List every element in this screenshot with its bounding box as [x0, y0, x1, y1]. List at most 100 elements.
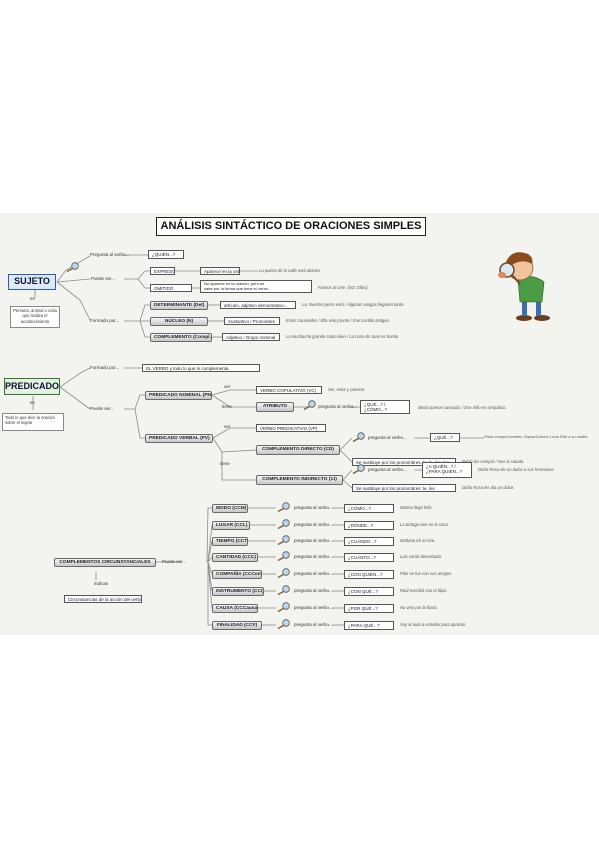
magnifier-icon [277, 619, 290, 629]
cc-example: Luis corrió demasiado. [400, 554, 443, 559]
sujeto-question-box: ¿QUIÉN...? [148, 250, 184, 259]
nucleo-example: Estos caramelos / Ella vino pronto / Ese… [286, 318, 389, 323]
cc-type-box: TIEMPO (CCT) [212, 537, 248, 546]
cc-question-label: pregunta al verbo... [294, 588, 333, 593]
predicado-formado-por-label: Formado por... [90, 365, 120, 370]
complemento-directo-box: COMPLEMENTO DIRECTO (CD) [256, 445, 340, 455]
magnifier-icon [66, 262, 79, 272]
cc-type-box: CAUSA (CCCausa) [212, 604, 258, 613]
atributo-example: María parece cansada. / Ese niño es simp… [418, 405, 507, 410]
cc-question-box: ¿CUÁNTO...? [344, 553, 394, 562]
complemento-example: La muchacha grande canta bien / La casa … [286, 334, 399, 339]
cc-question-box: ¿CUÁNDO...? [344, 537, 394, 546]
ci-question-box: ¿A QUIÉN...? / ¿PARA QUIÉN...? [422, 462, 472, 478]
nominal-tiene-label: tiene [222, 404, 232, 409]
cc-question-label: pregunta al verbo... [294, 522, 333, 527]
magnifier-icon [277, 519, 290, 529]
cc-type-box: MODO (CCM) [212, 504, 248, 513]
sujeto-node: SUJETO [8, 274, 56, 290]
ci-example: Doña Rosa dio un dulce a sus hermanos. [478, 467, 555, 472]
sujeto-question-label: Pregunta al verbo... [90, 252, 130, 257]
magnifier-icon [303, 400, 316, 410]
cc-example: Voy al aula a estudiar para aprobar. [400, 622, 467, 627]
cartoon-detective-illustration [498, 252, 550, 321]
cc-type-box: LUGAR (CCL) [212, 521, 250, 530]
magnifier-icon [352, 464, 365, 474]
ci-sustituye-box: Se sustituye por los pronombres: le, les [352, 484, 456, 492]
cc-example: Pilar se fue con sus amigos. [400, 571, 453, 576]
magnifier-icon [277, 568, 290, 578]
cd-sustituye-example: Pablo los compró / Nos la saluda. [462, 459, 525, 464]
predicado-label: PREDICADO [5, 381, 60, 391]
cc-indican-description: Circunstancias de la acción del verbo. [64, 595, 142, 603]
page-title: ANÁLISIS SINTÁCTICO DE ORACIONES SIMPLES [156, 217, 426, 236]
cc-question-box: ¿POR QUÉ...? [344, 604, 394, 613]
magnifier-icon [277, 551, 290, 561]
predicado-puede-ser-label: Puede ser... [90, 406, 115, 411]
magnifier-icon [277, 502, 290, 512]
verbal-ver-label: ver [224, 424, 231, 429]
verbo-copulativo-example: Ser, estar y parecer. [328, 387, 366, 392]
sujeto-puede-ser-label: Puede ser... [91, 276, 116, 281]
cc-question-box: ¿PARA QUÉ...? [344, 621, 394, 630]
cc-indican-label: indican [94, 581, 109, 586]
nominal-ver-label: ver [224, 384, 231, 389]
cc-question-label: pregunta al verbo... [294, 505, 333, 510]
expreso-box: EXPRESO [150, 267, 175, 275]
magnifier-icon [277, 535, 290, 545]
omitido-description: No aparece en la oración, pero se sabe p… [200, 280, 312, 293]
cd-example: Pablo compró tomates. Rayas/Dulces/ Lucí… [484, 435, 589, 439]
complemento-box: COMPLEMENTO (Compl.) [150, 333, 212, 342]
complemento-description: Adjetivo / Grupo nominal [222, 333, 280, 341]
ci-sustituye-example: Doña Rosa les dio un dulce. [462, 485, 515, 490]
cc-type-box: COMPAÑÍA (CCCom) [212, 570, 262, 579]
cc-question-box: ¿CON QUÉ...? [344, 587, 394, 596]
cc-question-label: pregunta al verbo... [294, 554, 333, 559]
cd-question-label: pregunta al verbo... [368, 435, 407, 440]
verbo-predicativo-box: VERBO PREDICATIVO (VP) [256, 424, 326, 432]
complemento-indirecto-box: COMPLEMENTO INDIRECTO (CI) [256, 475, 343, 485]
cc-question-box: ¿DÓNDE...? [344, 521, 394, 530]
sujeto-es-label: es [30, 296, 35, 301]
sujeto-definition: Persona, animal o cosa que realiza el ac… [10, 306, 60, 328]
cc-example: Raúl escribió con el lápiz. [400, 588, 448, 593]
cc-type-box: INSTRUMENTO (CCI) [212, 587, 264, 596]
cc-question-label: pregunta al verbo... [294, 605, 333, 610]
expreso-example: La puerta de la calle está abierta. [259, 268, 321, 273]
determinante-example: La, Nuestro perro está / Algunas amigas … [302, 302, 405, 307]
cc-type-box: FINALIDAD (CCF) [212, 621, 262, 630]
verbo-copulativo-box: VERBO COPULATIVO (VC) [256, 386, 322, 394]
verbo-description-box: EL VERBO y todo lo que lo complementa [142, 364, 260, 372]
atributo-box: ATRIBUTO [256, 402, 294, 412]
sujeto-label: SUJETO [14, 276, 50, 286]
cc-question-label: pregunta al verbo... [294, 571, 333, 576]
determinante-box: DETERMINANTE (Det) [150, 301, 208, 310]
cc-question-label: pregunta al verbo... [294, 538, 333, 543]
nucleo-description: Sustantivo / Pronombre [224, 317, 280, 325]
complementos-circunstanciales-box: COMPLEMENTOS CIRCUNSTANCIALES [54, 558, 156, 567]
magnifier-icon [277, 602, 290, 612]
cc-type-box: CANTIDAD (CCC) [212, 553, 258, 562]
cc-example: No vino por la lluvia. [400, 605, 438, 610]
cc-puede-ser-label: Puede ser... [162, 559, 187, 564]
cc-question-label: pregunta al verbo... [294, 622, 333, 627]
expreso-description: Aparece en la oración [200, 267, 240, 275]
omitido-example: Fuimos al cine. (SO: Ellos) [318, 285, 368, 290]
omitido-box: OMITIDO [150, 284, 192, 292]
cc-example: Marina llegó feliz. [400, 505, 433, 510]
verbal-tiene-label: tiene [220, 461, 230, 466]
predicado-node: PREDICADO [4, 378, 60, 395]
predicado-definition: Todo lo que dice la oración sobre el suj… [2, 413, 64, 431]
determinante-description: artículo, adjetivo demostrativo... [220, 301, 296, 309]
predicado-nominal-box: PREDICADO NOMINAL (PN) [145, 391, 212, 400]
atributo-question-label: pregunta al verbo... [318, 404, 357, 409]
nucleo-box: NÚCLEO (N) [150, 317, 208, 326]
magnifier-icon [352, 432, 365, 442]
predicado-es-label: es [30, 400, 35, 405]
cc-question-box: ¿CÓMO...? [344, 504, 394, 513]
cc-question-box: ¿CON QUIÉN...? [344, 570, 394, 579]
atributo-question-box: ¿QUÉ...? / ¿CÓMO...? [360, 400, 410, 414]
cc-example: La tortuga vive en la casa. [400, 522, 449, 527]
predicado-verbal-box: PREDICADO VERBAL (PV) [145, 434, 213, 443]
